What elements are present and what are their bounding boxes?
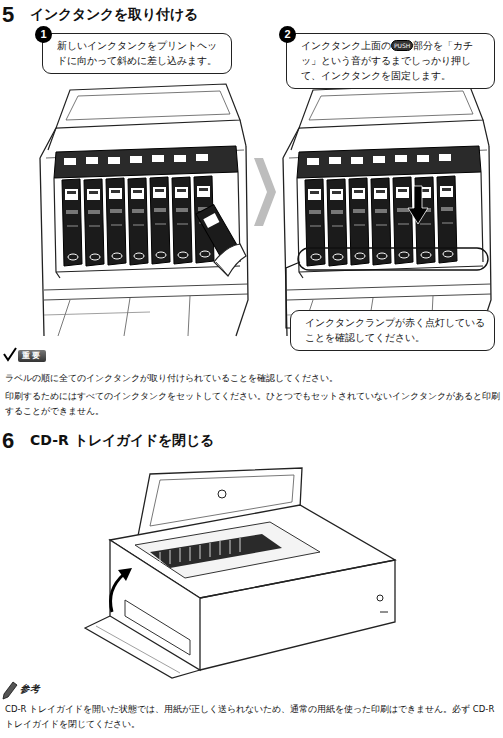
callout-text: インクタンク上面のPUSH部分を「カチッ」という音がするまでしっかり押して、イン… [301, 38, 486, 83]
step-number: 6 [2, 427, 26, 456]
callout-box: 2インクタンク上面のPUSH部分を「カチッ」という音がするまでしっかり押して、イ… [286, 33, 495, 89]
instruction-text: インクタンク上面の [301, 40, 391, 51]
instruction-text: インクタンクランプが赤く点灯していることを確認してください。 [305, 317, 485, 343]
note-text: CD-R トレイガイドを開いた状態では、用紙が正しく送られないため、通常の用紙を… [5, 702, 500, 733]
step-heading: CD-R トレイガイドを閉じる [30, 431, 214, 449]
reference-icon: 参考 [20, 683, 40, 695]
callout-text: 新しいインクタンクをプリントヘッドに向かって斜めに差し込みます。 [57, 38, 223, 68]
step-number: 5 [2, 1, 26, 30]
push-icon: PUSH [391, 40, 413, 51]
callout-box: 1新しいインクタンクをプリントヘッドに向かって斜めに差し込みます。 [42, 33, 232, 74]
callout-text: インクタンクランプが赤く点灯していることを確認してください。 [305, 315, 486, 345]
step-heading: インクタンクを取り付ける [30, 5, 198, 23]
instruction-text: 新しいインクタンクをプリントヘッドに向かって斜めに差し込みます。 [57, 40, 217, 66]
callout-number: 1 [35, 26, 52, 43]
callout-number: 2 [279, 26, 296, 43]
important-icon: 重要 [18, 350, 46, 362]
note-text: 印刷するためにはすべてのインクタンクをセットしてください。ひとつでもセットされて… [5, 389, 500, 420]
callout-box: インクタンクランプが赤く点灯していることを確認してください。 [290, 310, 495, 351]
note-text: ラベルの順に全てのインクタンクが取り付けられていることを確認してください。 [5, 371, 500, 386]
